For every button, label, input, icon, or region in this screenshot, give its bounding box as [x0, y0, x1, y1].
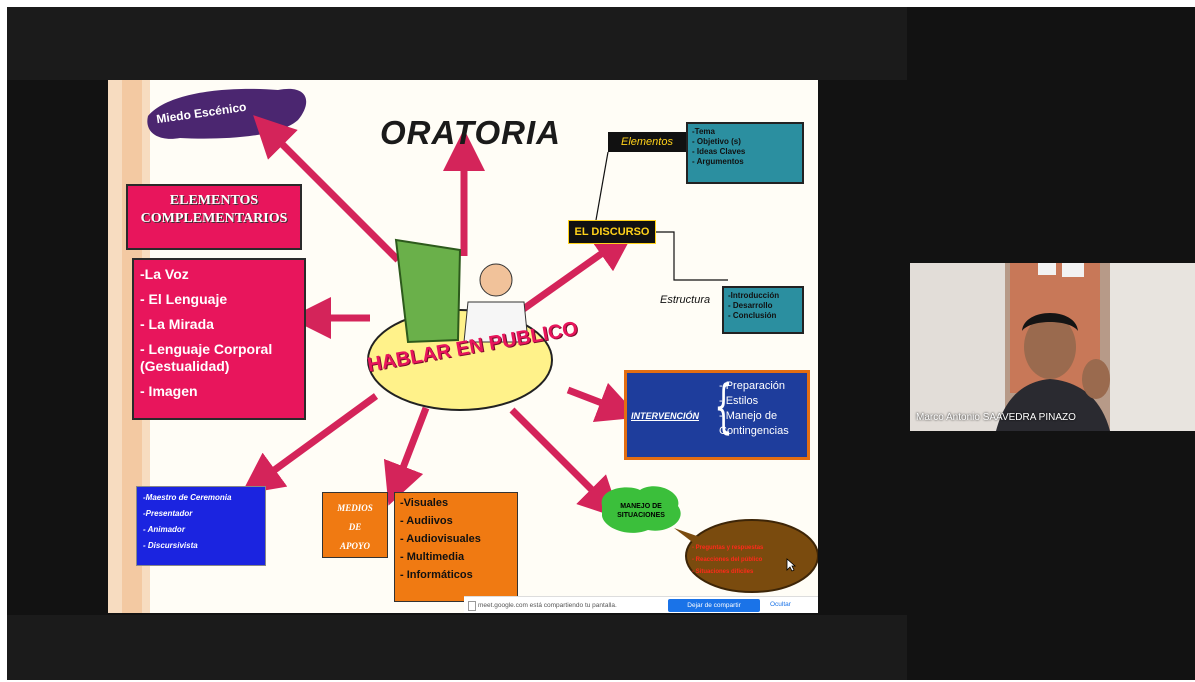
- notice-grip-icon: [468, 601, 476, 611]
- list-item: - El Lenguaje: [140, 291, 228, 307]
- arrow-to-roles: [241, 393, 379, 495]
- arrow-to-manejo: [509, 407, 621, 519]
- chalkboard-shape: [394, 238, 462, 344]
- medios-title-line: MEDIOS: [337, 503, 373, 513]
- slide-title: ORATORIA: [380, 114, 561, 151]
- estructura-label: Estructura: [660, 294, 711, 306]
- arrow-to-miedo: [253, 115, 401, 263]
- participant-name-label: Marco Antonio SAAVEDRA PINAZO: [916, 412, 1076, 423]
- arrow-to-medios: [383, 406, 430, 506]
- hide-notice-button[interactable]: Ocultar: [770, 601, 791, 608]
- estructura-box: -Introducción - Desarrollo - Conclusión: [722, 286, 804, 334]
- presentation-top-bar: [7, 7, 907, 80]
- list-item: - Reacciones del público: [692, 557, 763, 563]
- list-item: - La Mirada: [140, 316, 214, 332]
- participant-video-tile[interactable]: Marco Antonio SAAVEDRA PINAZO: [910, 263, 1195, 431]
- list-item: - Preparación: [719, 380, 786, 392]
- share-notice-text: meet.google.com está compartiendo tu pan…: [478, 602, 617, 609]
- list-item: Contingencias: [719, 425, 789, 437]
- discurso-label: EL DISCURSO: [568, 220, 656, 244]
- participant-video-frame: [910, 263, 1195, 431]
- speaker-head: [479, 263, 513, 297]
- connector-discurso-elementos: [595, 151, 609, 221]
- list-item: - Animador: [143, 525, 185, 534]
- list-item: - Imagen: [140, 383, 198, 399]
- intervencion-items: - Preparación - Estilos - Manejo de Cont…: [719, 379, 789, 439]
- list-item: - Audiivos: [400, 515, 453, 527]
- manejo-label-line: MANEJO DE: [620, 503, 662, 510]
- list-item: - Objetivo (s): [692, 137, 741, 146]
- shared-slide: Miedo Escénico ORATORIA HABLAR EN PUBLIC…: [108, 80, 818, 613]
- medios-list: -Visuales - Audiivos - Audiovisuales - M…: [394, 492, 518, 602]
- list-item: - Desarrollo: [728, 301, 773, 310]
- medios-title-box: MEDIOS DE APOYO: [322, 492, 388, 558]
- elementos-title-line-2: COMPLEMENTARIOS: [140, 211, 288, 226]
- medios-title-line: APOYO: [340, 541, 370, 551]
- brace-icon: {: [714, 372, 733, 440]
- presentation-bottom-bar: [7, 615, 907, 680]
- elementos-title-line-1: ELEMENTOS: [169, 193, 259, 208]
- connector-discurso-estructura: [656, 231, 728, 281]
- list-item: - Preguntas y respuestas: [692, 545, 764, 551]
- speaker-body: [463, 301, 529, 343]
- list-item: -La Voz: [140, 266, 189, 282]
- list-item: -Presentador: [143, 509, 193, 518]
- list-item: - Argumentos: [692, 157, 744, 166]
- list-item: - Manejo de: [719, 410, 778, 422]
- list-item: - Situaciones difíciles: [692, 569, 754, 575]
- elementos-box: -Tema - Objetivo (s) - Ideas Claves - Ar…: [686, 122, 804, 184]
- list-item: - Informáticos: [400, 569, 473, 581]
- intervencion-label: INTERVENCIÓN: [631, 411, 700, 421]
- list-item: -Tema: [692, 127, 715, 136]
- list-item: -Introducción: [728, 291, 780, 300]
- manejo-cloud-shape: [601, 486, 681, 533]
- list-item: - Conclusión: [728, 311, 777, 320]
- list-item: - Discursivista: [143, 541, 198, 550]
- elementos-complementarios-title: ELEMENTOS COMPLEMENTARIOS: [126, 184, 302, 250]
- manejo-bubble-shape: [685, 519, 818, 593]
- elementos-complementarios-list: -La Voz - El Lenguaje - La Mirada - Leng…: [132, 258, 306, 420]
- roles-box: -Maestro de Ceremonia -Presentador - Ani…: [136, 486, 266, 566]
- mouse-cursor-icon: [786, 558, 796, 572]
- intervencion-box: INTERVENCIÓN { - Preparación - Estilos -…: [624, 370, 810, 460]
- list-item: - Multimedia: [400, 551, 465, 563]
- list-item: -Visuales: [400, 497, 449, 509]
- list-item: - Estilos: [719, 395, 759, 407]
- list-item: -Maestro de Ceremonia: [143, 493, 232, 502]
- stop-sharing-button[interactable]: Dejar de compartir: [668, 599, 760, 612]
- list-item: - Audiovisuales: [400, 533, 481, 545]
- manejo-bubble-text: - Preguntas y respuestas - Reacciones de…: [692, 542, 812, 578]
- elementos-label: Elementos: [608, 132, 686, 152]
- manejo-label-line: SITUACIONES: [617, 512, 665, 519]
- manejo-label: MANEJO DE SITUACIONES: [598, 498, 684, 532]
- medios-title-line: DE: [348, 522, 362, 532]
- arrow-to-discurso: [519, 229, 636, 313]
- arrow-to-intervencion: [566, 382, 640, 423]
- list-item: - Lenguaje Corporal (Gestualidad): [140, 341, 273, 374]
- list-item: - Ideas Claves: [692, 147, 746, 156]
- screen-share-notice-bar: meet.google.com está compartiendo tu pan…: [464, 596, 818, 613]
- manejo-bubble-tail: [674, 528, 714, 548]
